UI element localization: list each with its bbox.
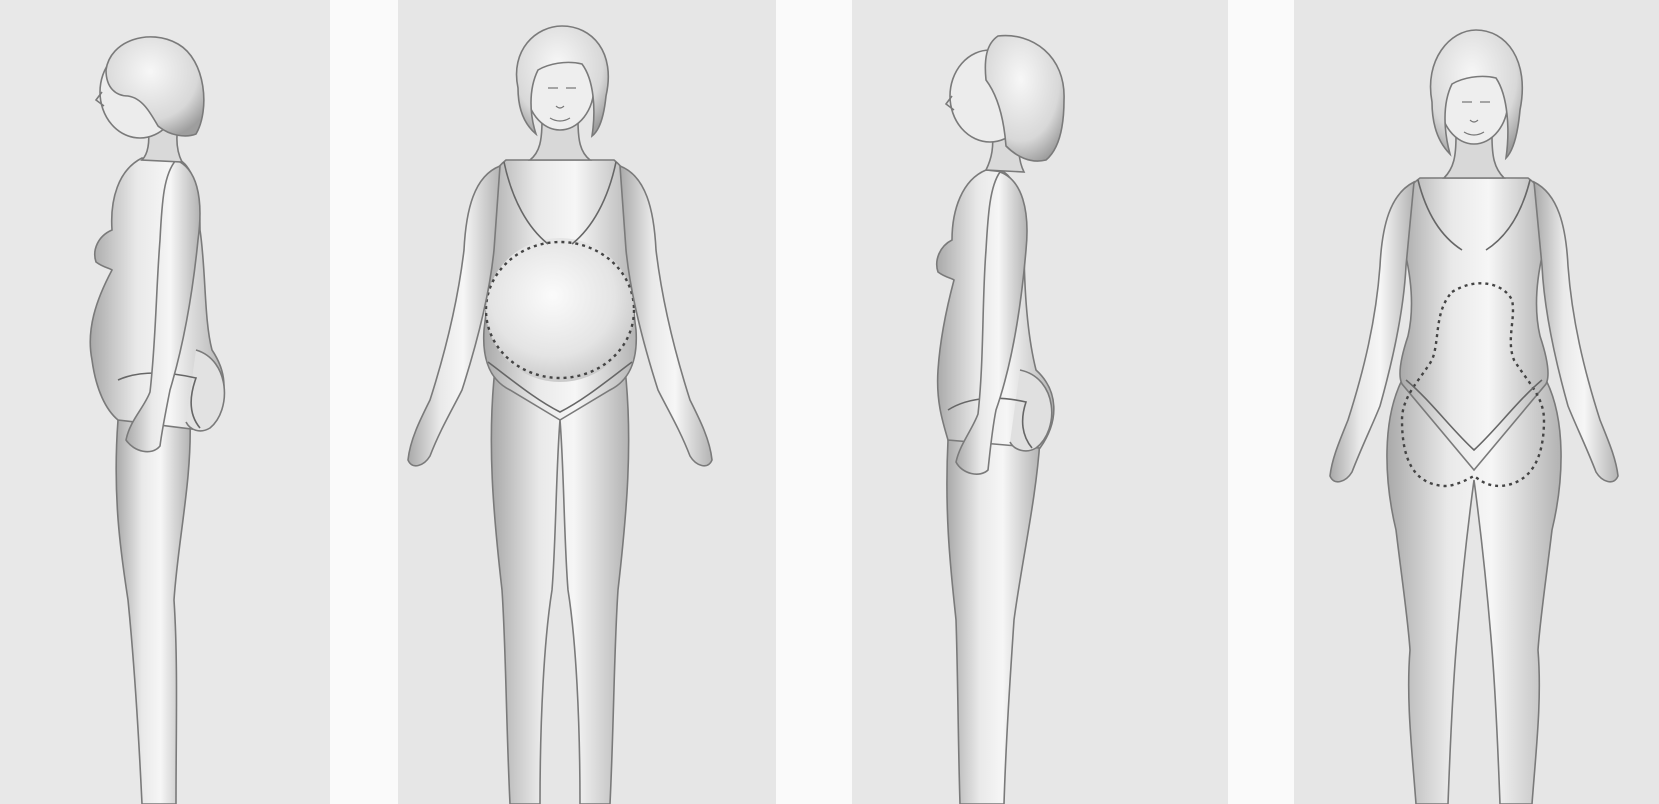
figure-front-pear [1330, 30, 1618, 804]
figure-front-apple [408, 26, 712, 804]
figure-side-pear [937, 36, 1064, 804]
figure-side-apple [90, 37, 224, 804]
